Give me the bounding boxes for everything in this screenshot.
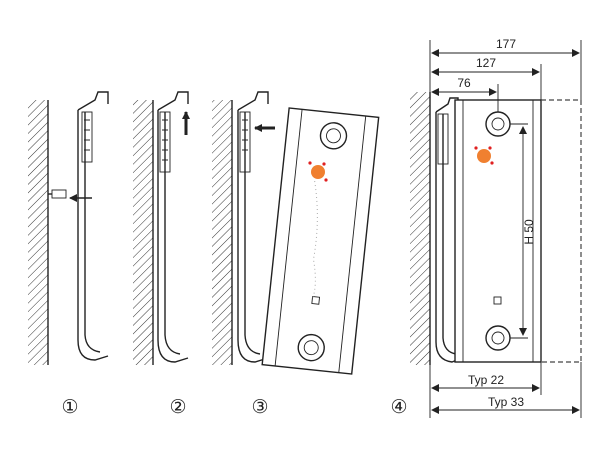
wall-bracket	[157, 110, 189, 363]
dimension-label-177: 177	[496, 37, 516, 51]
radiator-panel-tilted	[261, 107, 380, 375]
wall-hatch	[133, 100, 153, 365]
step-1-drawing	[28, 91, 109, 365]
top-connection	[319, 122, 348, 150]
wall-hatch	[410, 92, 430, 365]
orange-mark	[311, 165, 325, 179]
wall-bracket	[435, 112, 463, 363]
wall-bracket	[77, 110, 109, 361]
bottom-connection	[297, 333, 325, 362]
screw	[51, 189, 67, 199]
dimension-label-typ22: Typ 22	[468, 373, 504, 387]
step-3-drawing	[212, 91, 380, 375]
dimension-label-h50: H 50	[522, 219, 536, 245]
dimension-label-127: 127	[476, 56, 496, 70]
dimension-label-typ33: Typ 33	[488, 395, 524, 409]
dimension-label-76: 76	[457, 76, 471, 90]
step-2-drawing	[133, 91, 190, 365]
step-label-3: ③	[251, 397, 268, 418]
step-4-drawing	[410, 40, 582, 418]
wall-hatch	[28, 100, 48, 365]
orange-mark	[477, 149, 491, 163]
typ-33-outline	[541, 99, 582, 363]
wall-bracket	[237, 110, 269, 363]
square-marker	[311, 296, 321, 305]
step-label-1: ①	[61, 397, 78, 418]
square-marker	[493, 296, 502, 305]
wall-hatch	[212, 100, 232, 365]
step-label-4: ④	[390, 397, 407, 418]
step-label-2: ②	[169, 397, 186, 418]
